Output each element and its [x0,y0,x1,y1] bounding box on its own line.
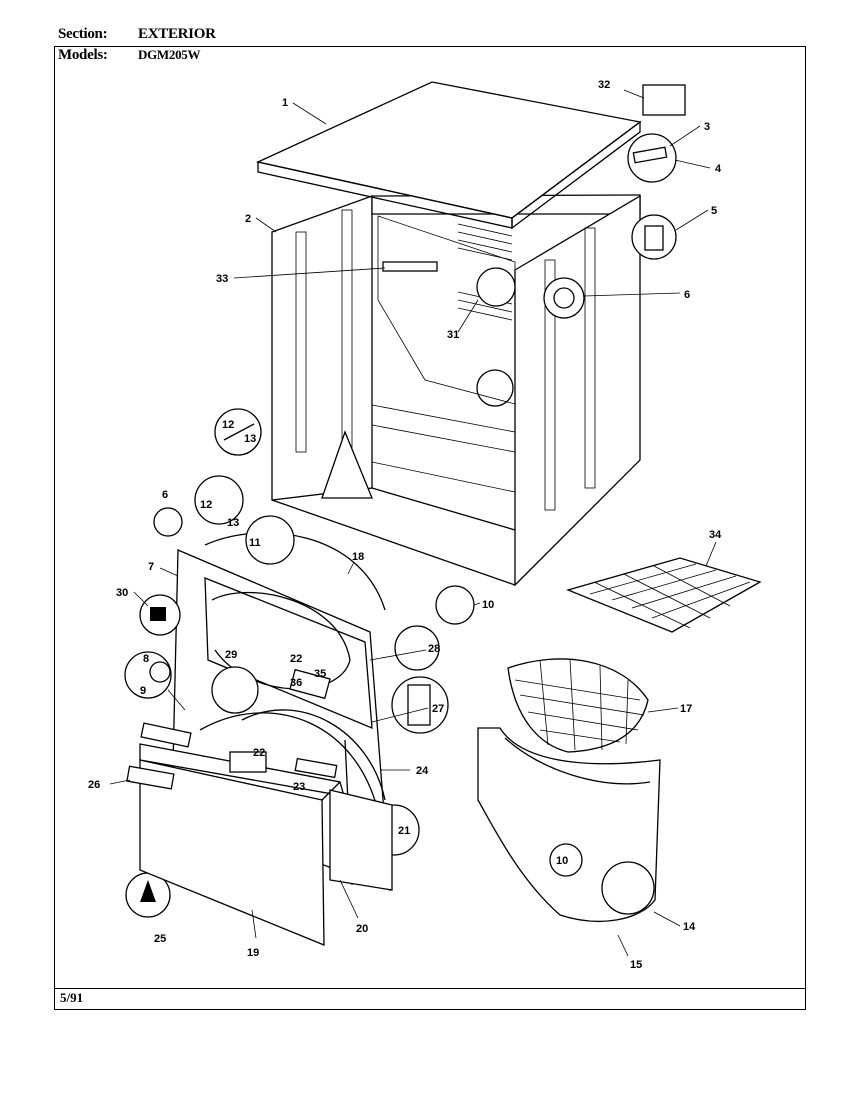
footer-divider [54,988,806,989]
callout-28: 28 [428,643,440,655]
revision-date: 5/91 [60,990,84,1005]
models-value: DGM205W [138,47,201,62]
drum-front-grille-part [507,658,649,753]
callout-30: 30 [116,587,128,599]
callout-6-lower: 6 [162,489,168,501]
lint-screen-part [566,557,762,633]
callout-14: 14 [683,921,696,933]
callout-22-lower: 22 [253,747,265,759]
callout-17: 17 [680,703,692,715]
part-11-hinge [245,515,295,565]
callout-13-lower: 13 [227,517,239,529]
section-label: Section: [58,26,108,42]
part-6-plug [543,277,585,319]
callout-19: 19 [247,947,259,959]
leader-lines [109,89,717,957]
door-handle-part [126,765,175,790]
callout-12-upper: 12 [222,419,234,431]
callout-26: 26 [88,779,100,791]
callout-36: 36 [290,677,302,689]
part-29-detail [211,666,259,714]
door-inner-panel-part [329,789,393,891]
callout-1: 1 [282,97,288,109]
rear-duct-hole [476,369,514,407]
part-23-strike [294,757,338,779]
callout-3: 3 [704,121,710,133]
callout-15: 15 [630,959,642,971]
callout-11: 11 [249,537,261,549]
center-support-part [321,430,373,499]
callout-24: 24 [416,765,429,777]
callout-10-lower: 10 [556,855,568,867]
part-8-9-knob [124,651,172,699]
door-part [126,722,345,946]
callout-7: 7 [148,561,154,573]
callout-20: 20 [356,923,368,935]
part-32-bracket [642,84,686,116]
diagram-frame [54,46,806,1010]
part-12-13-detail-lower [194,475,244,525]
rear-vent-grille [457,223,513,321]
door-seal-part [241,709,386,801]
callout-25: 25 [154,933,166,945]
callout-32: 32 [598,79,610,91]
blower-duct-part [477,727,661,922]
callout-10-upper: 10 [482,599,494,611]
callout-35: 35 [314,668,326,680]
callout-5: 5 [711,205,717,217]
part-28-hinge [394,625,440,671]
models-label: Models: [58,47,108,63]
callout-29: 29 [225,649,237,661]
callout-22-upper: 22 [290,653,302,665]
part-6-plug-lower [153,507,183,537]
callout-12-lower: 12 [200,499,212,511]
cabinet-part [271,194,641,587]
callout-34: 34 [709,529,722,541]
part-16-detail [549,843,583,877]
callout-27: 27 [432,703,444,715]
part-10-bracket [435,585,475,625]
callout-31: 31 [447,329,459,341]
callout-23: 23 [293,781,305,793]
section-value: EXTERIOR [138,26,216,42]
part-31-vent [476,267,516,307]
callout-9: 9 [140,685,146,697]
callout-2: 2 [245,213,251,225]
callout-21: 21 [398,825,410,837]
callout-13-upper: 13 [244,433,256,445]
part-22-catch [229,751,267,773]
part-35-36-switch [289,668,331,700]
callout-8: 8 [143,653,149,665]
rear-bracket-part [382,261,438,272]
callout-6-upper: 6 [684,289,690,301]
callout-33: 33 [216,273,228,285]
callout-4: 4 [715,163,722,175]
callout-18: 18 [352,551,364,563]
